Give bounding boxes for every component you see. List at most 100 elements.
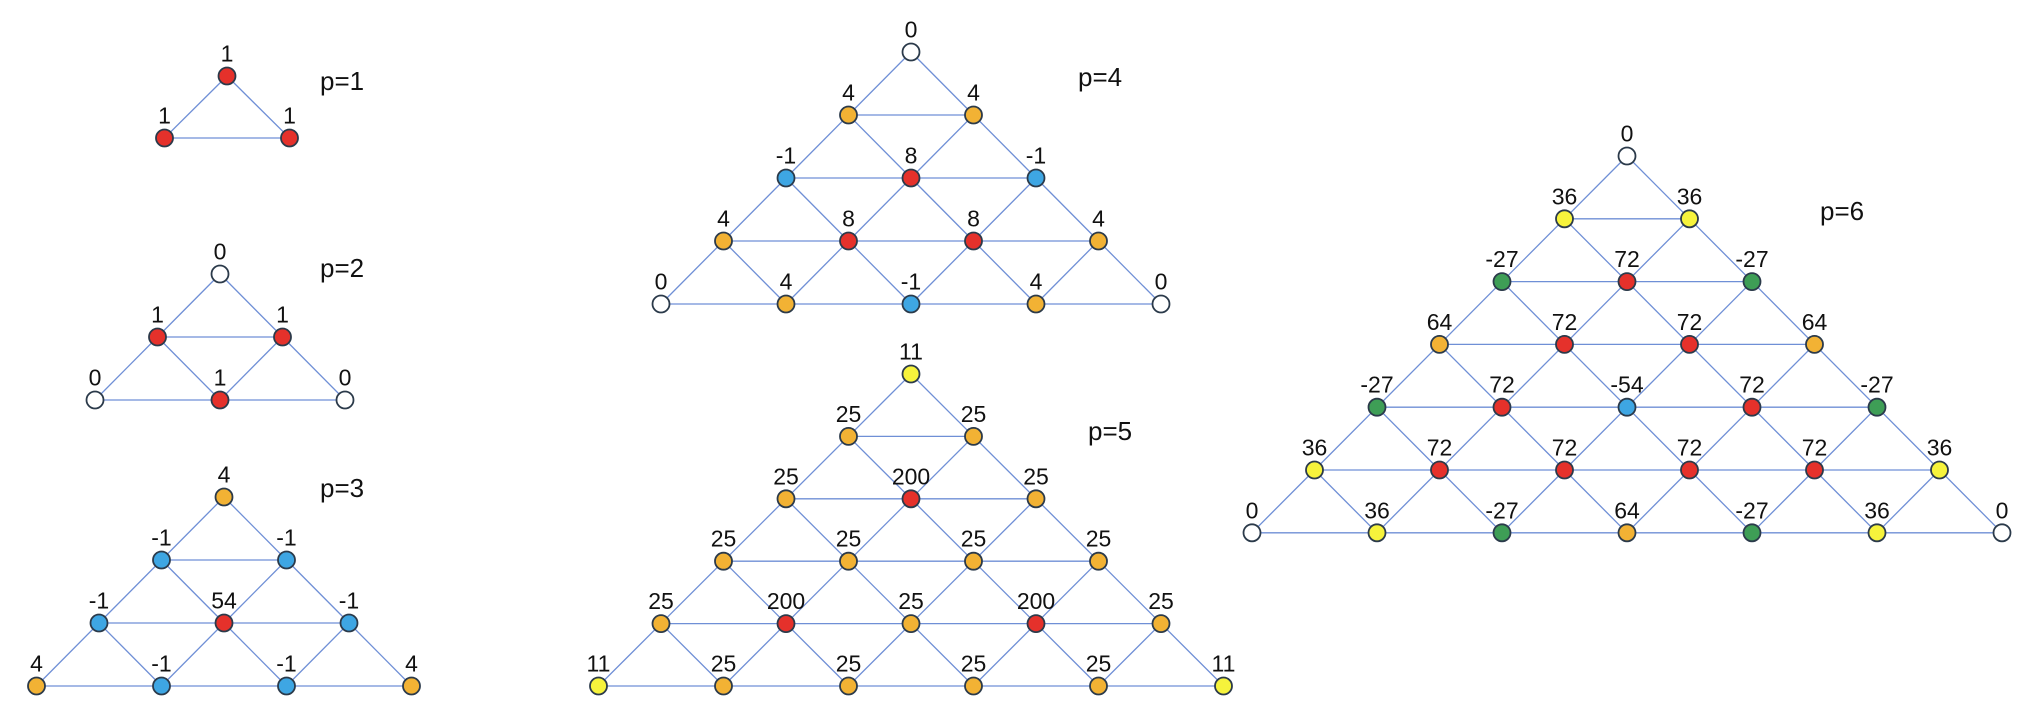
node-value-label: 25 [1086, 651, 1112, 677]
lattice-title: p=6 [1820, 196, 1864, 226]
node-value-label: 25 [1086, 526, 1112, 552]
lattice-edge [1035, 560, 1099, 625]
node-value-label: 25 [1023, 463, 1049, 489]
node-value-label: 25 [898, 588, 924, 614]
lattice-edge [910, 240, 974, 305]
node-value-label: 25 [1148, 588, 1174, 614]
lattice-node [964, 231, 983, 251]
node-value-label: 25 [961, 651, 987, 677]
lattice-node [1492, 523, 1512, 543]
lattice-edge [1751, 281, 1815, 345]
node-value-label: 64 [1802, 309, 1828, 335]
lattice-node [217, 66, 237, 86]
lattice-edge [973, 240, 1037, 305]
lattice-node [901, 489, 921, 509]
node-value-label: 4 [842, 80, 855, 106]
lattice-edge [157, 336, 221, 401]
lattice-edge [848, 435, 912, 500]
node-value-label: 54 [211, 588, 237, 614]
node-value-label: 8 [967, 206, 980, 232]
node-value-label: -1 [151, 525, 171, 551]
lattice-node [1151, 294, 1171, 314]
node-value-label: 4 [967, 80, 980, 106]
lattice-edge [723, 177, 787, 242]
lattice-edge [1751, 343, 1815, 408]
lattice-edge [1626, 406, 1690, 471]
lattice-node [214, 487, 234, 507]
lattice-node [210, 264, 230, 284]
lattice-node [1555, 209, 1574, 229]
lattice-edge [848, 498, 912, 562]
lattice-edge [973, 435, 1037, 500]
node-value-label: 36 [1552, 183, 1578, 209]
lattice-edge [598, 623, 662, 687]
lattice-node [1992, 523, 2012, 543]
lattice-edge [848, 560, 912, 625]
lattice-edge [848, 177, 912, 242]
lattice-node [148, 327, 167, 347]
node-value-label: 1 [221, 41, 234, 67]
lattice-node [1151, 614, 1171, 633]
lattice-node [776, 489, 796, 509]
lattice-edge [848, 114, 912, 179]
lattice-node [1492, 272, 1512, 292]
lattice-edge [660, 560, 724, 625]
lattice-node [1367, 523, 1387, 543]
lattice-edge [1098, 623, 1162, 687]
lattice-node [1680, 460, 1699, 480]
lattice-node [277, 676, 296, 696]
lattice-node [1805, 334, 1824, 354]
lattice-edge [848, 240, 912, 305]
lattice-edge [1626, 155, 1690, 220]
lattice-node [27, 676, 46, 696]
lattice-node [651, 614, 671, 633]
lattice-node [402, 676, 421, 696]
lattice-node [152, 550, 171, 570]
lattice-edge [161, 622, 225, 687]
node-value-label: 25 [836, 526, 862, 552]
lattice-edge [1689, 281, 1753, 345]
lattice-node [1305, 460, 1324, 480]
node-value-label: 72 [1552, 309, 1578, 335]
lattice-node [1430, 334, 1449, 354]
node-value-label: 72 [1614, 246, 1640, 272]
lattice-node [1089, 551, 1108, 571]
lattice-edge [1439, 469, 1503, 534]
node-value-label: 36 [1677, 183, 1703, 209]
node-value-label: 200 [1017, 588, 1055, 614]
lattice-node [901, 294, 921, 314]
node-value-label: -27 [1485, 246, 1518, 272]
node-value-label: 25 [648, 588, 674, 614]
lattice-node [776, 294, 796, 314]
node-value-label: 0 [1621, 121, 1634, 147]
lattice-edge [286, 559, 350, 624]
lattice-node [1367, 397, 1387, 417]
node-value-label: 72 [1739, 372, 1765, 398]
edges-p5 [598, 373, 1224, 687]
lattice-edge [1814, 469, 1878, 534]
node-value-label: 4 [405, 651, 418, 677]
lattice-edge [973, 177, 1037, 242]
node-value-label: -27 [1735, 246, 1768, 272]
node-value-label: 0 [339, 365, 352, 391]
lattice-edge [785, 498, 849, 562]
node-value-label: 11 [899, 339, 923, 365]
lattice-edge [161, 559, 225, 624]
lattice-node [776, 614, 796, 633]
lattice-node [651, 294, 671, 314]
lattice-edge [910, 51, 974, 116]
lattice-edge [219, 273, 283, 338]
lattice-node [901, 364, 921, 384]
node-value-label: 4 [1092, 206, 1105, 232]
lattice-node [1617, 146, 1637, 166]
node-value-label: 8 [905, 143, 918, 169]
lattice-node [1805, 460, 1824, 480]
node-value-label: 64 [1427, 309, 1453, 335]
lattice-edge [226, 75, 290, 139]
lattice-edge [1814, 406, 1878, 471]
lattice-node [280, 128, 299, 148]
lattice-edge [223, 622, 287, 687]
node-value-label: 25 [961, 401, 987, 427]
lattice-edge [1564, 155, 1628, 220]
lattice-node [964, 676, 983, 696]
